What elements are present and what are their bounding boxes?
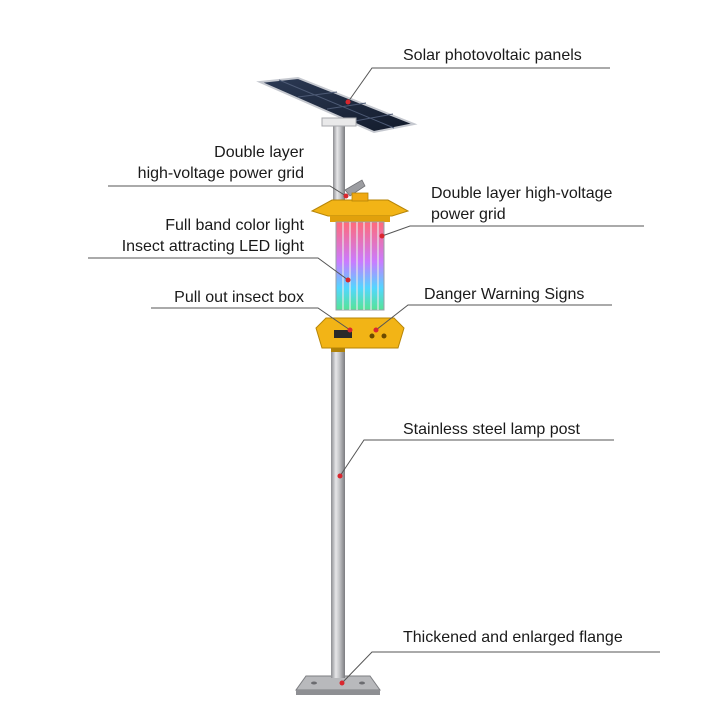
leader-grid-left: [108, 185, 347, 197]
leader-flange: [341, 651, 660, 684]
marker-flange: [339, 680, 345, 686]
leader-danger: [375, 304, 612, 331]
leader-light: [88, 257, 349, 281]
solar-panel: [256, 76, 418, 134]
label-grid-right-line1: Double layer high-voltage: [431, 185, 613, 202]
label-grid-left-line2: high-voltage power grid: [137, 165, 304, 182]
label-lamp-post: Stainless steel lamp post: [403, 421, 580, 438]
lamp-post: [331, 345, 345, 678]
label-grid-left-line1: Double layer: [214, 144, 304, 161]
lamp-bracket: [344, 179, 366, 197]
upper-pole: [333, 125, 345, 210]
label-flange: Thickened and enlarged flange: [403, 629, 623, 646]
marker-light: [345, 277, 351, 283]
marker-post: [337, 473, 343, 479]
label-grid-right-line2: power grid: [431, 206, 506, 223]
marker-grid-right: [379, 233, 385, 239]
insect-box: [315, 317, 405, 352]
marker-dots: [337, 99, 385, 686]
label-full-band-light: Full band color light: [165, 217, 304, 234]
marker-danger: [373, 327, 379, 333]
label-danger-signs: Danger Warning Signs: [424, 286, 585, 303]
leader-post: [339, 439, 614, 477]
leader-lines: [88, 67, 660, 684]
label-solar-panels: Solar photovoltaic panels: [403, 47, 582, 64]
label-insect-box: Pull out insect box: [174, 289, 304, 306]
flange: [295, 675, 381, 695]
marker-solar: [345, 99, 351, 105]
lamp-roof: [310, 192, 410, 222]
label-led-light: Insect attracting LED light: [121, 238, 304, 255]
leader-grid-right: [381, 225, 644, 237]
marker-grid-left: [343, 193, 349, 199]
leader-box: [151, 307, 351, 331]
light-body: [335, 221, 385, 311]
marker-box: [347, 327, 353, 333]
leader-solar: [347, 67, 610, 103]
